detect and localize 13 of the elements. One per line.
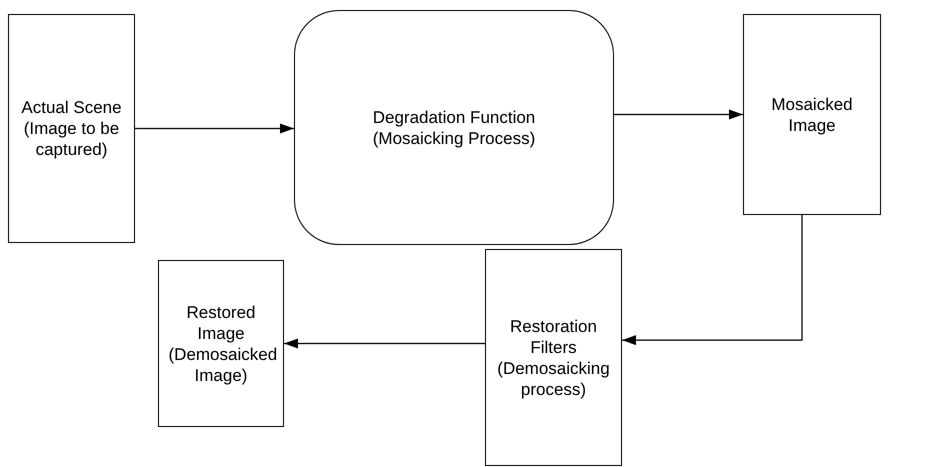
arrow [622,215,803,346]
process-box [8,14,135,243]
process-box [485,249,622,466]
node-label: Degradation Function (Mosaicking Process) [372,106,536,148]
process-box [158,260,284,427]
node-label: Restoration Filters (Demosaicking process) [496,316,611,400]
arrow [614,110,743,120]
process-box [743,14,881,215]
rounded-process-box [294,10,614,245]
node-label: Mosaicked Image [770,94,854,136]
arrow [284,338,485,348]
arrow [135,124,294,134]
node-label: Actual Scene (Image to be captured) [20,97,123,160]
